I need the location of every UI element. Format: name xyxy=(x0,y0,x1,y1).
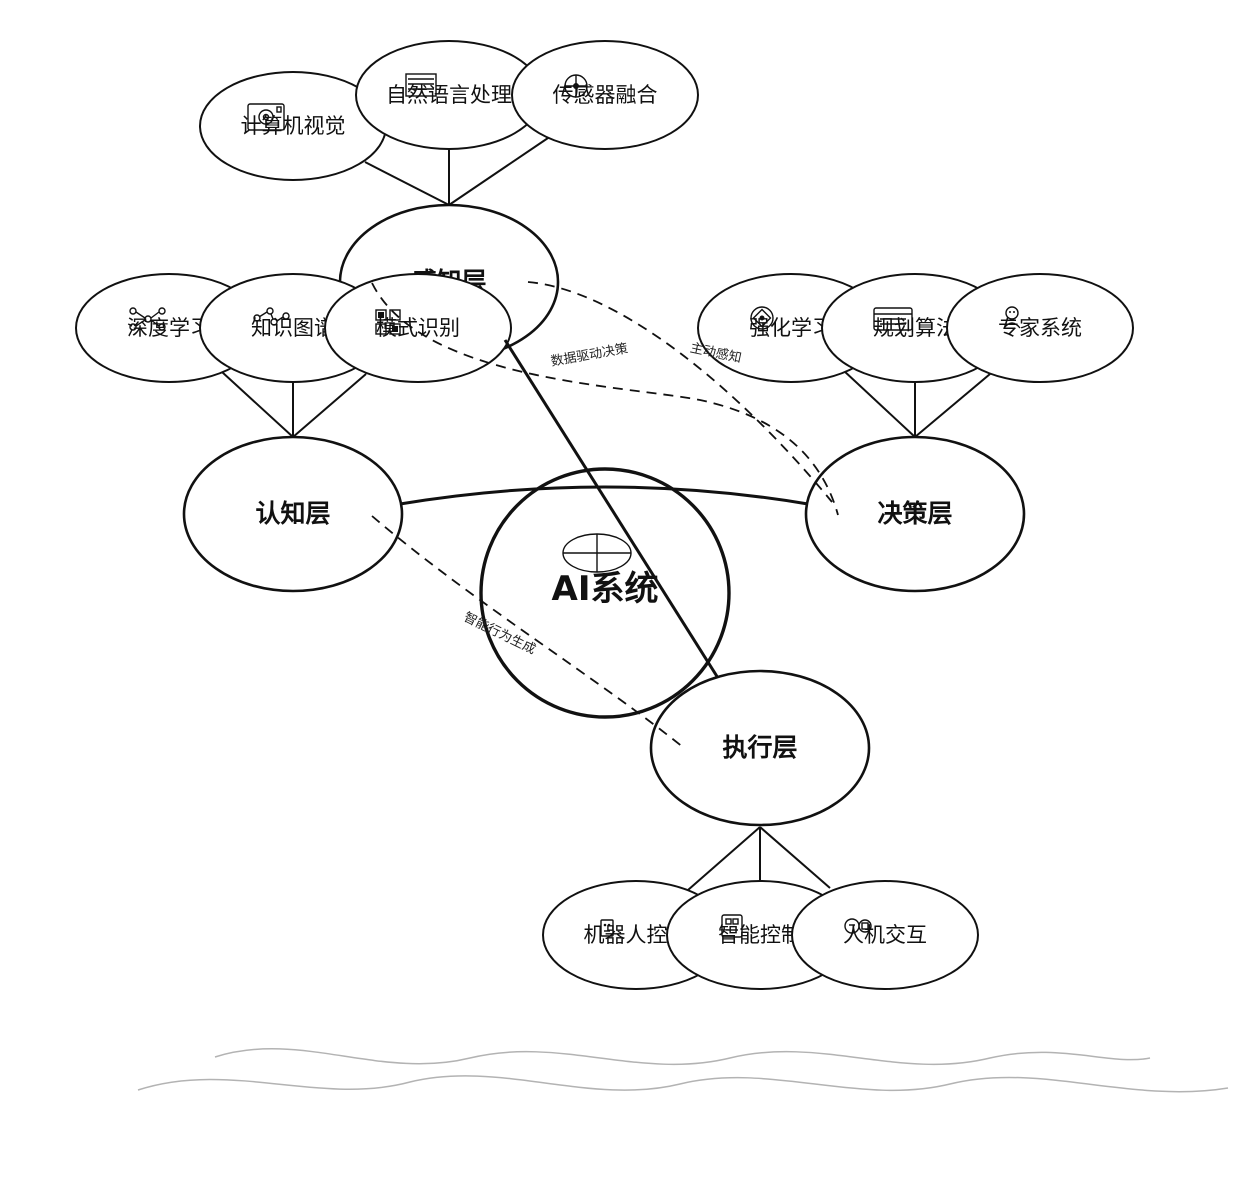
layer-decision: 决策层 xyxy=(804,435,1026,593)
perception-tree-edges xyxy=(364,137,549,206)
relation-data-driven-decision xyxy=(371,282,839,516)
leaf-label: 模式识别 xyxy=(376,316,460,340)
leaf-label: 专家系统 xyxy=(998,316,1082,340)
link-cognition-decision xyxy=(399,485,809,506)
robot-icon xyxy=(600,919,614,937)
center-node: AI系统 xyxy=(479,467,731,719)
wave-line-top xyxy=(214,1048,1151,1066)
execution-tree-edges xyxy=(687,826,831,891)
relation-label-data-driven-decision: 数据驱动决策 xyxy=(550,340,630,369)
leaf-label: 规划算法 xyxy=(873,316,957,340)
layer-label: 执行层 xyxy=(722,733,797,762)
sensor-icon xyxy=(564,74,588,98)
leaf-label: 深度学习 xyxy=(127,316,211,340)
interaction-icon xyxy=(844,918,872,934)
decision-tree-edges xyxy=(842,369,991,438)
text-lines-icon xyxy=(405,73,437,97)
layer-execution: 执行层 xyxy=(649,669,871,827)
neural-net-icon xyxy=(129,307,166,331)
graph-icon xyxy=(253,307,290,326)
leaf-label: 计算机视觉 xyxy=(241,114,346,138)
leaf-human-computer-interaction: 人机交互 xyxy=(791,880,979,990)
expert-icon xyxy=(1003,306,1021,329)
leaf-pattern-recognition: 模式识别 xyxy=(324,273,512,383)
control-panel-icon xyxy=(721,914,743,938)
leaf-label: 传感器融合 xyxy=(553,83,658,107)
leaf-sensor-fusion: 传感器融合 xyxy=(511,40,699,150)
leaf-label: 智能控制 xyxy=(718,923,802,947)
layer-cognition: 认知层 xyxy=(182,435,404,593)
leaf-computer-vision: 计算机视觉 xyxy=(199,71,387,181)
brain-icon xyxy=(562,533,632,573)
layer-label: 决策层 xyxy=(877,499,952,528)
leaf-label: 知识图谱 xyxy=(251,316,335,340)
cognition-tree-edges xyxy=(221,371,367,438)
relation-intelligent-behavior xyxy=(371,515,685,749)
relation-active-perception xyxy=(527,281,833,503)
calendar-icon xyxy=(873,307,913,331)
link-perception-execution xyxy=(503,339,720,679)
leaf-label: 人机交互 xyxy=(843,923,927,947)
leaf-natural-language-processing: 自然语言处理 xyxy=(355,40,543,150)
leaf-label: 强化学习 xyxy=(749,316,833,340)
target-icon xyxy=(750,306,774,330)
center-label: AI系统 xyxy=(552,569,659,609)
layer-label: 认知层 xyxy=(255,499,330,528)
pattern-grid-icon xyxy=(375,309,401,335)
camera-icon xyxy=(247,103,285,131)
leaf-label: 自然语言处理 xyxy=(386,83,512,107)
leaf-expert-system: 专家系统 xyxy=(946,273,1134,383)
wave-line-bottom xyxy=(137,1075,1229,1093)
